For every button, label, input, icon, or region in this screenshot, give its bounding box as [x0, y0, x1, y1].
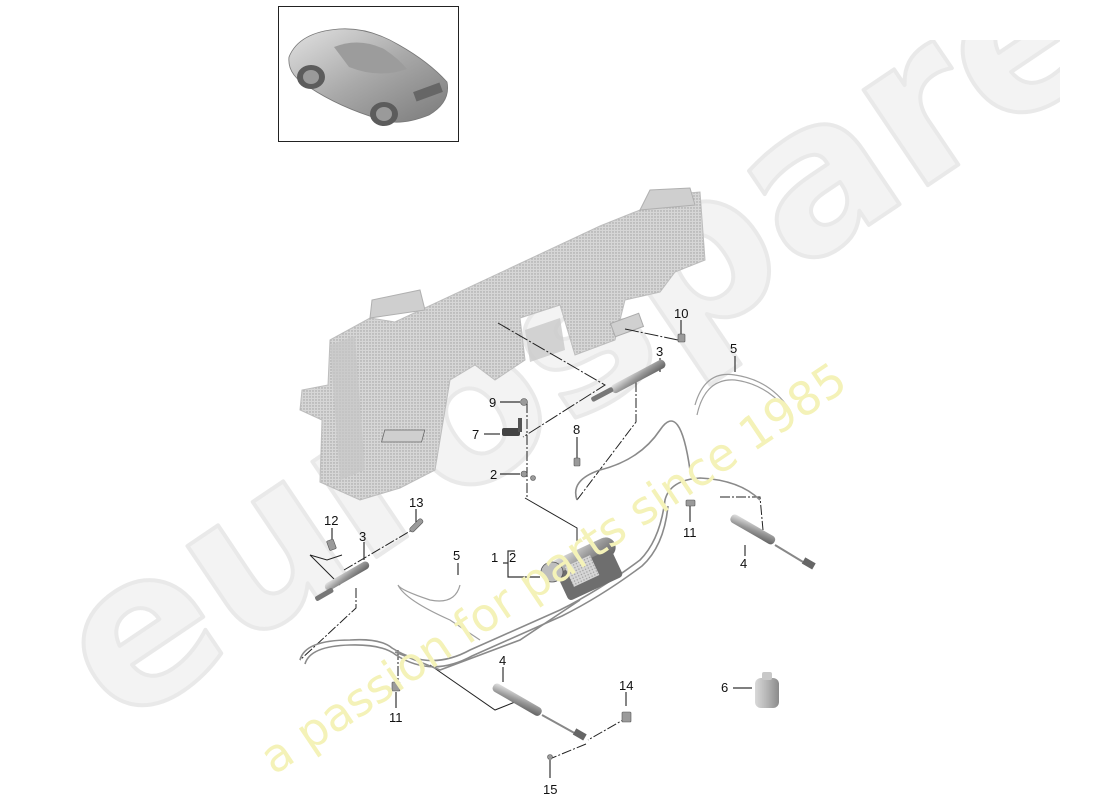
callout-5-right: 5: [730, 341, 738, 356]
callout-4-left: 4: [499, 653, 507, 668]
part-3-cylinder-left: [315, 561, 370, 601]
part-4-cylinder-right: [730, 514, 816, 570]
wire-harness-5: [397, 373, 791, 641]
part-8-bolt: [573, 457, 581, 467]
callout-7: 7: [472, 427, 480, 442]
part-13-pin: [409, 518, 424, 533]
callout-3-left: 3: [359, 529, 367, 544]
part-14-bushing: [621, 711, 632, 723]
hydraulic-lines: [299, 420, 761, 671]
vehicle-thumbnail: [278, 6, 459, 142]
callout-15: 15: [543, 782, 558, 797]
part-2-washer: [520, 470, 528, 478]
rear-frame-crossmember: [299, 187, 706, 501]
callout-2-pump: 2: [509, 550, 517, 565]
part-4-cylinder-left: [492, 683, 587, 741]
callout-6: 6: [721, 680, 729, 695]
callout-12: 12: [324, 513, 339, 528]
hydraulic-cylinders: [315, 359, 816, 741]
car-illustration-icon: [288, 28, 448, 126]
leader-lines: [299, 322, 764, 759]
part-3-cylinder-right: [591, 359, 666, 402]
fasteners: [326, 333, 696, 760]
part-1-hydraulic-pump-unit: [540, 537, 623, 600]
part-12-pin: [326, 538, 337, 551]
callout-1: 1: [491, 550, 499, 565]
callout-9: 9: [489, 395, 497, 410]
callout-5-left: 5: [453, 548, 461, 563]
callout-13: 13: [409, 495, 424, 510]
part-10-clip: [677, 333, 686, 343]
callout-10: 10: [674, 306, 689, 321]
callout-14: 14: [619, 678, 634, 693]
callout-4-right: 4: [740, 556, 748, 571]
callout-3-right: 3: [656, 344, 664, 359]
part-11-clip-a: [685, 499, 696, 507]
part-15-circlip: [547, 754, 553, 760]
part-11-clip-b: [391, 681, 401, 692]
callout-2-washer: 2: [490, 467, 498, 482]
part-7-valve-bracket: [381, 418, 522, 443]
callout-8: 8: [573, 422, 581, 437]
callout-11-right: 11: [683, 525, 697, 540]
part-9-nut: [520, 398, 528, 406]
callout-11-left: 11: [389, 710, 403, 725]
part-6-hydraulic-fluid-bottle: [755, 672, 779, 708]
